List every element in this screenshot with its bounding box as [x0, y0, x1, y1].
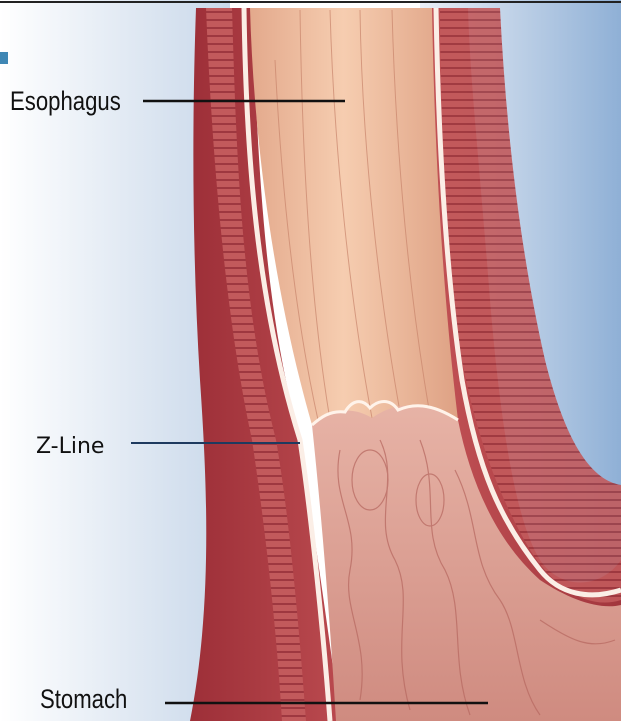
stomach-label: Stomach [40, 684, 127, 715]
z-line-label: Z-Line [36, 434, 104, 459]
esophagus-label: Esophagus [10, 86, 121, 117]
accent-marker [0, 52, 8, 64]
